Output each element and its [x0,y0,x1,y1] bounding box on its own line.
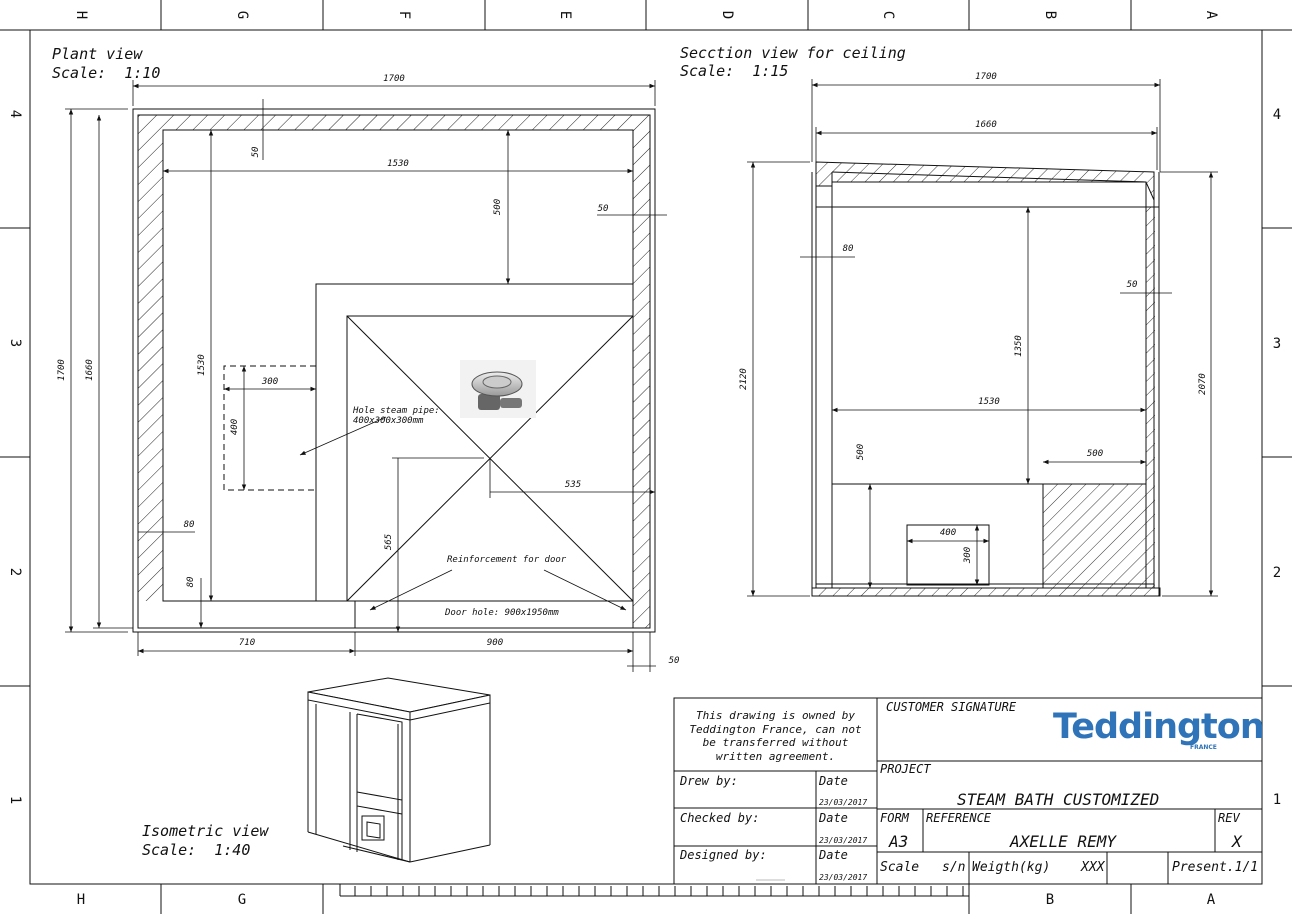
dim-sec-1700: 1700 [975,72,997,82]
iso-view-scale: Scale: 1:40 [142,841,251,859]
dim-sec-2120: 2120 [739,368,749,390]
dim-sec-1350: 1350 [1014,335,1024,357]
zone-right-4: 4 [1273,107,1281,123]
zone-right-3: 3 [1273,336,1281,352]
zone-top-a: A [1203,11,1219,20]
isometric-view [307,677,491,863]
zone-top-g: G [234,11,250,19]
title-block [673,697,1263,885]
section-view-title: Secction view for ceiling [680,44,906,62]
date-value-checked: 23/03/2017 [819,836,868,845]
drew-by-label: Drew by: [680,774,738,788]
dim-plant-50-right: 50 [598,204,609,214]
reference-value: AXELLE REMY [1010,832,1116,851]
date-value-designed: 23/03/2017 [819,873,868,882]
zone-left-3: 3 [7,339,23,347]
dim-plant-565: 565 [384,534,394,550]
zone-top-h: H [73,11,89,19]
plant-view-title: Plant view [52,45,143,63]
scale-value: s/n [942,860,966,875]
present-label: Present.1/1 [1172,860,1259,875]
ownership-line: be transferred without [702,736,849,749]
ownership-line: This drawing is owned by [696,709,855,722]
dim-plant-1530: 1530 [387,159,409,169]
rev-value: X [1232,832,1242,851]
dim-plant-50-bottom: 50 [669,656,680,666]
zone-top-b: B [1042,11,1058,19]
rev-label: REV [1218,811,1240,825]
zone-right-1: 1 [1273,792,1281,808]
dim-sec-2070: 2070 [1198,373,1208,395]
zone-top-d: D [719,11,735,19]
ownership-line: Teddington France, can not [689,722,862,736]
dim-sec-500-left: 500 [856,444,866,460]
zone-bottom-h: H [77,892,85,908]
dim-plant-535: 535 [565,480,581,490]
teddington-logo: Teddington [1053,707,1265,747]
dim-sec-1660: 1660 [975,120,997,130]
note-hole-line1: Hole steam pipe: [352,406,440,416]
date-label-checked: Date [819,811,848,825]
zone-left-1: 1 [7,796,23,804]
dim-sec-500-right: 500 [1087,449,1103,459]
weight-label: Weigth(kg) [972,860,1051,875]
ownership-note: This drawing is owned by Teddington Fran… [674,709,877,763]
dim-sec-300: 300 [963,547,973,564]
dim-sec-50: 50 [1127,280,1138,290]
dim-plant-300: 300 [261,377,278,387]
iso-view-title: Isometric view [142,822,269,840]
zone-bottom-g: G [238,892,246,908]
checked-by-label: Checked by: [680,811,760,825]
dim-plant-1530-v: 1530 [197,354,207,376]
zone-left-2: 2 [7,568,23,576]
zone-top-c: C [880,11,896,19]
dim-plant-50-top: 50 [251,147,261,158]
dim-sec-400: 400 [940,528,956,538]
zone-bottom-b: B [1046,892,1054,908]
drain-icon [460,360,536,418]
form-value: A3 [889,832,909,851]
dim-plant-80-bottom: 80 [186,577,196,588]
scale-label: Scale [880,860,920,875]
customer-signature-label: CUSTOMER SIGNATURE [886,700,1017,714]
teddington-logo-sub: FRANCE [1190,744,1217,751]
form-label: FORM [880,811,909,825]
dim-plant-400: 400 [230,419,240,435]
section-view-scale: Scale: 1:15 [680,62,789,80]
section-view: 1700 1660 80 50 1350 1530 2120 2070 500 … [739,72,1218,597]
dim-sec-1530: 1530 [978,397,1000,407]
plant-view-scale: Scale: 1:10 [52,64,161,82]
zone-bottom-a: A [1207,892,1216,908]
date-label-drew: Date [819,774,848,788]
project-label: PROJECT [880,762,931,776]
date-label-designed: Date [819,848,848,862]
designed-by-label: Designed by: [680,848,767,862]
note-hole-line2: 400x300x300mm [353,416,424,426]
dim-plant-500: 500 [493,199,503,215]
dim-plant-80-left: 80 [184,520,195,530]
note-door-hole: Door hole: 900x1950mm [444,608,559,618]
zone-labels: H G F E D C B A H G B A 4 3 2 1 4 3 2 1 [7,11,1281,908]
dim-sec-80: 80 [843,244,854,254]
zone-right-2: 2 [1273,565,1281,581]
reference-label: REFERENCE [926,811,992,825]
date-value-drew: 23/03/2017 [819,798,868,807]
plant-view: 1700 1530 50 500 50 1700 1660 1530 300 4… [57,74,679,672]
zone-top-f: F [396,11,412,19]
zone-top-e: E [557,11,573,19]
dim-plant-1660: 1660 [85,359,95,381]
dim-plant-1700: 1700 [383,74,405,84]
zone-left-4: 4 [7,110,23,118]
note-reinforcement: Reinforcement for door [447,555,567,565]
dim-plant-1700-v: 1700 [57,359,67,381]
weight-value: XXX [1081,860,1105,875]
project-value: STEAM BATH CUSTOMIZED [957,790,1160,809]
bottom-ruler [339,884,969,897]
ownership-line: written agreement. [715,749,836,763]
dim-plant-710: 710 [239,638,255,648]
dim-plant-900: 900 [487,638,503,648]
